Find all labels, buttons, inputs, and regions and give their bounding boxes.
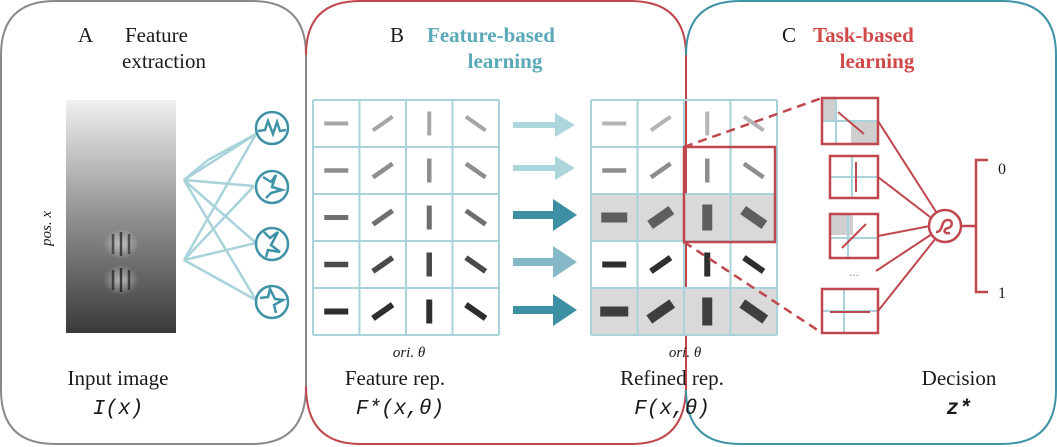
filter-icon bbox=[254, 226, 290, 262]
refined-rep-formula: F(x,θ) bbox=[634, 398, 710, 421]
panel-a-border bbox=[0, 0, 307, 445]
readout-weights bbox=[875, 120, 941, 312]
projection-line-top bbox=[683, 96, 823, 149]
orientation-glyph bbox=[426, 205, 432, 230]
orientation-glyph bbox=[427, 158, 432, 183]
orientation-glyph bbox=[739, 299, 769, 324]
orientation-glyph bbox=[324, 121, 349, 126]
orientation-glyph bbox=[649, 161, 672, 180]
orientation-glyph bbox=[602, 168, 627, 173]
refined-grid-axis: ori. θ bbox=[669, 345, 702, 361]
input-image bbox=[66, 100, 176, 333]
panel-b-letter: B bbox=[390, 23, 404, 47]
sigmoid-icon bbox=[927, 208, 963, 244]
readout-ellipsis: ... bbox=[849, 264, 859, 279]
panel-b-border bbox=[305, 0, 687, 445]
orientation-glyph bbox=[324, 168, 349, 173]
readout-cell bbox=[828, 212, 880, 260]
panel-c-title-line1: Task-based bbox=[813, 23, 914, 47]
arrow-dark bbox=[513, 199, 577, 231]
orientation-glyph bbox=[702, 297, 713, 326]
filter-icon bbox=[254, 169, 290, 205]
panel-c-title-line2: learning bbox=[840, 49, 915, 73]
orientation-glyph bbox=[464, 255, 488, 274]
orientation-glyph bbox=[371, 208, 395, 227]
orientation-glyph bbox=[324, 261, 349, 268]
representation-arrows bbox=[513, 113, 577, 326]
orientation-glyph bbox=[705, 158, 710, 183]
readout-cell bbox=[820, 96, 880, 146]
orientation-glyph bbox=[702, 204, 713, 231]
refined-rep-caption: Refined rep. bbox=[620, 366, 724, 390]
decision-formula: z* bbox=[946, 398, 971, 421]
orientation-glyph bbox=[464, 208, 488, 227]
orientation-glyph bbox=[704, 252, 711, 277]
position-axis-label: pos. x bbox=[39, 211, 55, 247]
arrow-dark bbox=[513, 294, 577, 326]
arrow-mid bbox=[513, 246, 577, 278]
orientation-glyph bbox=[600, 306, 629, 317]
decision-bracket bbox=[974, 158, 988, 294]
output-label-bottom: 1 bbox=[998, 285, 1006, 302]
orientation-glyph bbox=[740, 205, 768, 230]
orientation-glyph bbox=[705, 111, 710, 136]
orientation-glyph bbox=[426, 252, 432, 277]
filter-connection-lines bbox=[182, 132, 258, 302]
panel-a-title-line1: Feature bbox=[125, 23, 188, 47]
orientation-glyph bbox=[427, 111, 432, 136]
orientation-glyph bbox=[602, 121, 627, 126]
decision-caption: Decision bbox=[922, 366, 997, 390]
readout-cell bbox=[828, 154, 880, 200]
panel-a-letter: A bbox=[78, 23, 94, 47]
orientation-glyph bbox=[324, 308, 349, 315]
panel-a-title-line2: extraction bbox=[122, 49, 206, 73]
arrow-light bbox=[513, 156, 575, 180]
feature-grid-axis: ori. θ bbox=[393, 345, 426, 361]
panel-c-border bbox=[685, 0, 1057, 445]
orientation-glyph bbox=[742, 114, 765, 133]
input-image-formula: I(x) bbox=[93, 398, 143, 421]
orientation-glyph bbox=[742, 255, 766, 274]
filter-icon bbox=[254, 110, 290, 146]
orientation-glyph bbox=[371, 255, 395, 274]
feature-rep-caption: Feature rep. bbox=[345, 366, 445, 390]
panel-c-letter: C bbox=[782, 23, 796, 47]
projection-line-bottom bbox=[683, 240, 823, 335]
feature-grid bbox=[312, 99, 500, 336]
orientation-glyph bbox=[371, 302, 395, 321]
grating-blob-upper bbox=[103, 229, 139, 259]
orientation-glyph bbox=[426, 299, 433, 324]
panel-b-title-line1: Feature-based bbox=[427, 23, 555, 47]
output-label-top: 0 bbox=[998, 161, 1006, 178]
orientation-glyph bbox=[649, 255, 673, 274]
input-image-caption: Input image bbox=[68, 366, 169, 390]
orientation-glyph bbox=[371, 161, 394, 180]
feature-rep-formula: F*(x,θ) bbox=[356, 398, 444, 421]
orientation-glyph bbox=[464, 161, 487, 180]
refined-grid bbox=[590, 99, 778, 336]
orientation-glyph bbox=[646, 299, 676, 324]
orientation-glyph bbox=[601, 212, 628, 223]
orientation-glyph bbox=[464, 114, 487, 133]
orientation-glyph bbox=[464, 302, 488, 321]
panel-b-title-line2: learning bbox=[468, 49, 543, 73]
orientation-glyph bbox=[647, 205, 675, 230]
orientation-glyph bbox=[371, 114, 394, 133]
selection-box bbox=[682, 145, 777, 244]
arrow-light bbox=[513, 113, 575, 137]
orientation-glyph bbox=[602, 261, 627, 268]
orientation-glyph bbox=[324, 215, 349, 220]
orientation-glyph bbox=[742, 161, 765, 180]
grating-blob-lower bbox=[103, 265, 139, 295]
orientation-glyph bbox=[649, 114, 672, 133]
filter-icon bbox=[254, 284, 290, 320]
readout-cell bbox=[820, 287, 880, 335]
